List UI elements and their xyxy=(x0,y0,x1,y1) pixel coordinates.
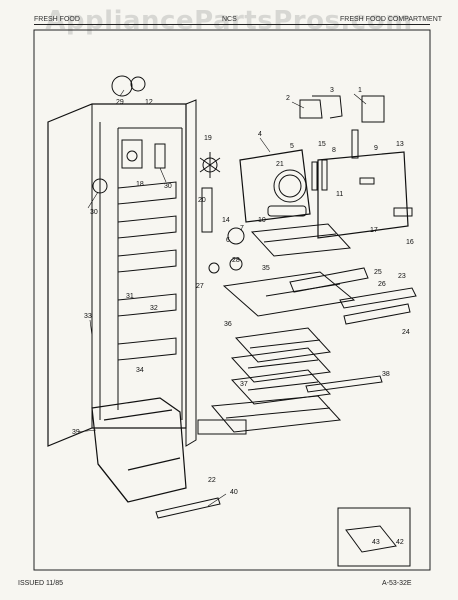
callout: 1 xyxy=(358,87,362,94)
callout: 8 xyxy=(332,147,336,154)
callout: 15 xyxy=(318,141,326,148)
callout: 19 xyxy=(204,135,212,142)
part-14 xyxy=(201,187,213,233)
cutout xyxy=(359,177,375,185)
trim-40 xyxy=(155,497,221,519)
callout: 31 xyxy=(126,293,134,300)
leader-lines xyxy=(77,89,367,507)
part-30 xyxy=(92,178,108,194)
callout: 2 xyxy=(286,95,290,102)
callout: 24 xyxy=(402,329,410,336)
header-rule xyxy=(34,24,430,25)
part-10 xyxy=(267,205,307,217)
callout: 38 xyxy=(382,371,390,378)
callout: 27 xyxy=(196,283,204,290)
callout: 7 xyxy=(240,225,244,232)
header-left: FRESH FOOD xyxy=(34,16,80,23)
cabinet xyxy=(47,103,187,447)
part-28 xyxy=(229,257,243,271)
callout-labels: 1 2 3 4 5 6 7 8 9 10 11 12 13 14 15 16 1… xyxy=(72,87,414,546)
part-24 xyxy=(343,303,411,325)
callout: 10 xyxy=(258,217,266,224)
fan-assembly xyxy=(199,149,311,223)
callout: 32 xyxy=(150,305,158,312)
part-25 xyxy=(289,267,369,293)
part-12 xyxy=(130,76,146,92)
callout: 33 xyxy=(84,313,92,320)
header-right: FRESH FOOD COMPARTMENT xyxy=(340,16,443,23)
callout: 35 xyxy=(262,265,270,272)
callout: 13 xyxy=(396,141,404,148)
callout: 26 xyxy=(378,281,386,288)
callout: 34 xyxy=(136,367,144,374)
part-23 xyxy=(339,287,417,309)
callout: 9 xyxy=(374,145,378,152)
part-38 xyxy=(305,375,383,393)
part-27 xyxy=(208,262,220,274)
callout: 4 xyxy=(258,131,262,138)
callout: 11 xyxy=(336,191,343,198)
callout: 30 xyxy=(90,209,98,216)
divider-panel xyxy=(185,99,247,447)
callout: 16 xyxy=(406,239,414,246)
shelves xyxy=(210,223,356,433)
diagram-frame xyxy=(33,29,431,571)
callout: 14 xyxy=(222,217,230,224)
callout: 39 xyxy=(72,429,80,436)
part-7 xyxy=(227,227,245,245)
inset-box xyxy=(337,507,411,567)
crisper-bin xyxy=(91,397,187,503)
callout: 18 xyxy=(136,181,144,188)
page-code: A-53-32E xyxy=(382,580,412,587)
callout: 21 xyxy=(276,161,284,168)
header-mid: NCS xyxy=(222,16,237,23)
callout: 23 xyxy=(398,273,406,280)
callout: 42 xyxy=(396,539,404,546)
brackets xyxy=(299,95,385,191)
light-lens-16 xyxy=(393,207,413,217)
callout: 36 xyxy=(224,321,232,328)
callout: 29 xyxy=(116,99,124,106)
callout: 6 xyxy=(226,237,230,244)
shield-13 xyxy=(317,151,409,239)
callout: 22 xyxy=(208,477,216,484)
callout: 17 xyxy=(370,227,378,234)
callout: 12 xyxy=(145,99,153,106)
callout: 37 xyxy=(240,381,248,388)
part-29 xyxy=(111,75,133,97)
callout: 40 xyxy=(230,489,238,496)
callout: 5 xyxy=(290,143,294,150)
callout: 30 xyxy=(164,183,172,190)
callout: 43 xyxy=(372,539,380,546)
callout: 25 xyxy=(374,269,382,276)
callout: 20 xyxy=(198,197,206,204)
issued-date: ISSUED 11/85 xyxy=(18,580,64,587)
part-43 xyxy=(345,525,397,553)
callout: 3 xyxy=(330,87,334,94)
callout: 28 xyxy=(232,257,240,264)
